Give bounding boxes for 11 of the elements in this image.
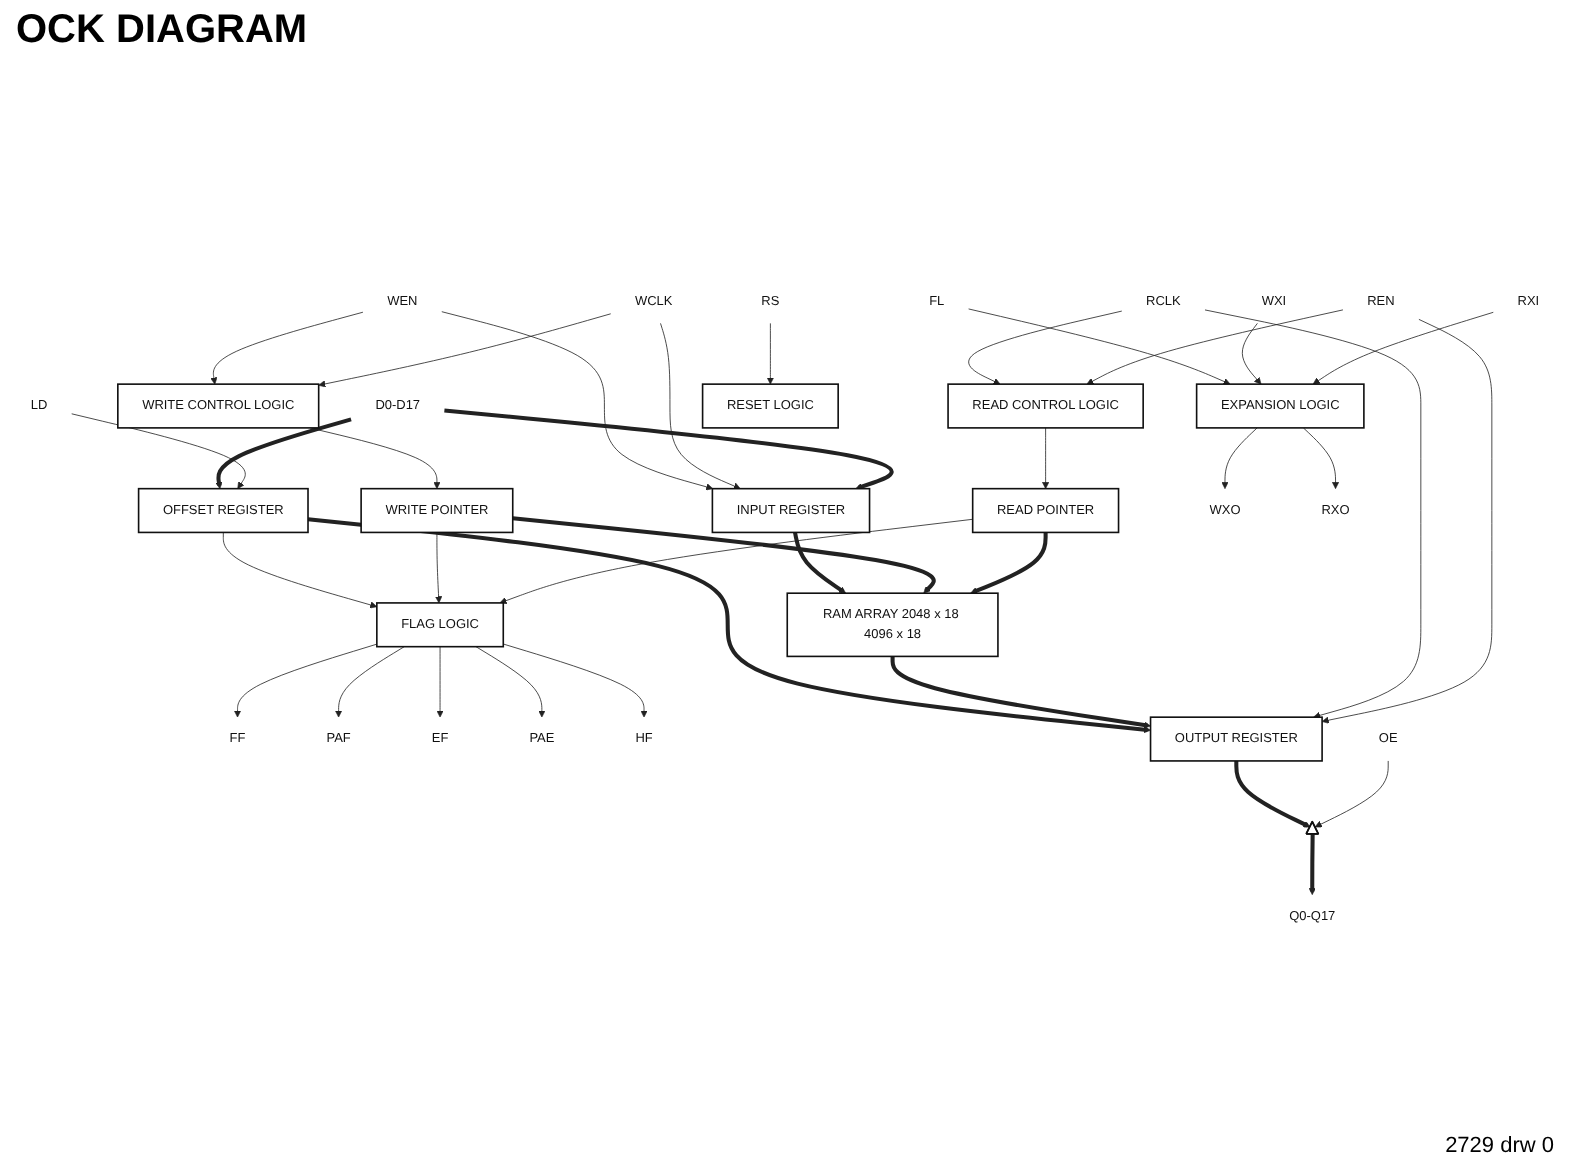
arrow — [970, 532, 1048, 595]
arrow — [444, 408, 894, 490]
arrow — [512, 516, 936, 594]
diagram-title: OCK DIAGRAM — [16, 8, 308, 54]
arrow — [1308, 834, 1316, 895]
arrow — [793, 532, 847, 594]
arrow — [215, 417, 352, 489]
drawing-number: 2729 drw 0 — [1445, 1134, 1554, 1158]
arrow — [307, 517, 1151, 734]
arrow — [890, 656, 1151, 729]
arrow — [1234, 760, 1311, 828]
